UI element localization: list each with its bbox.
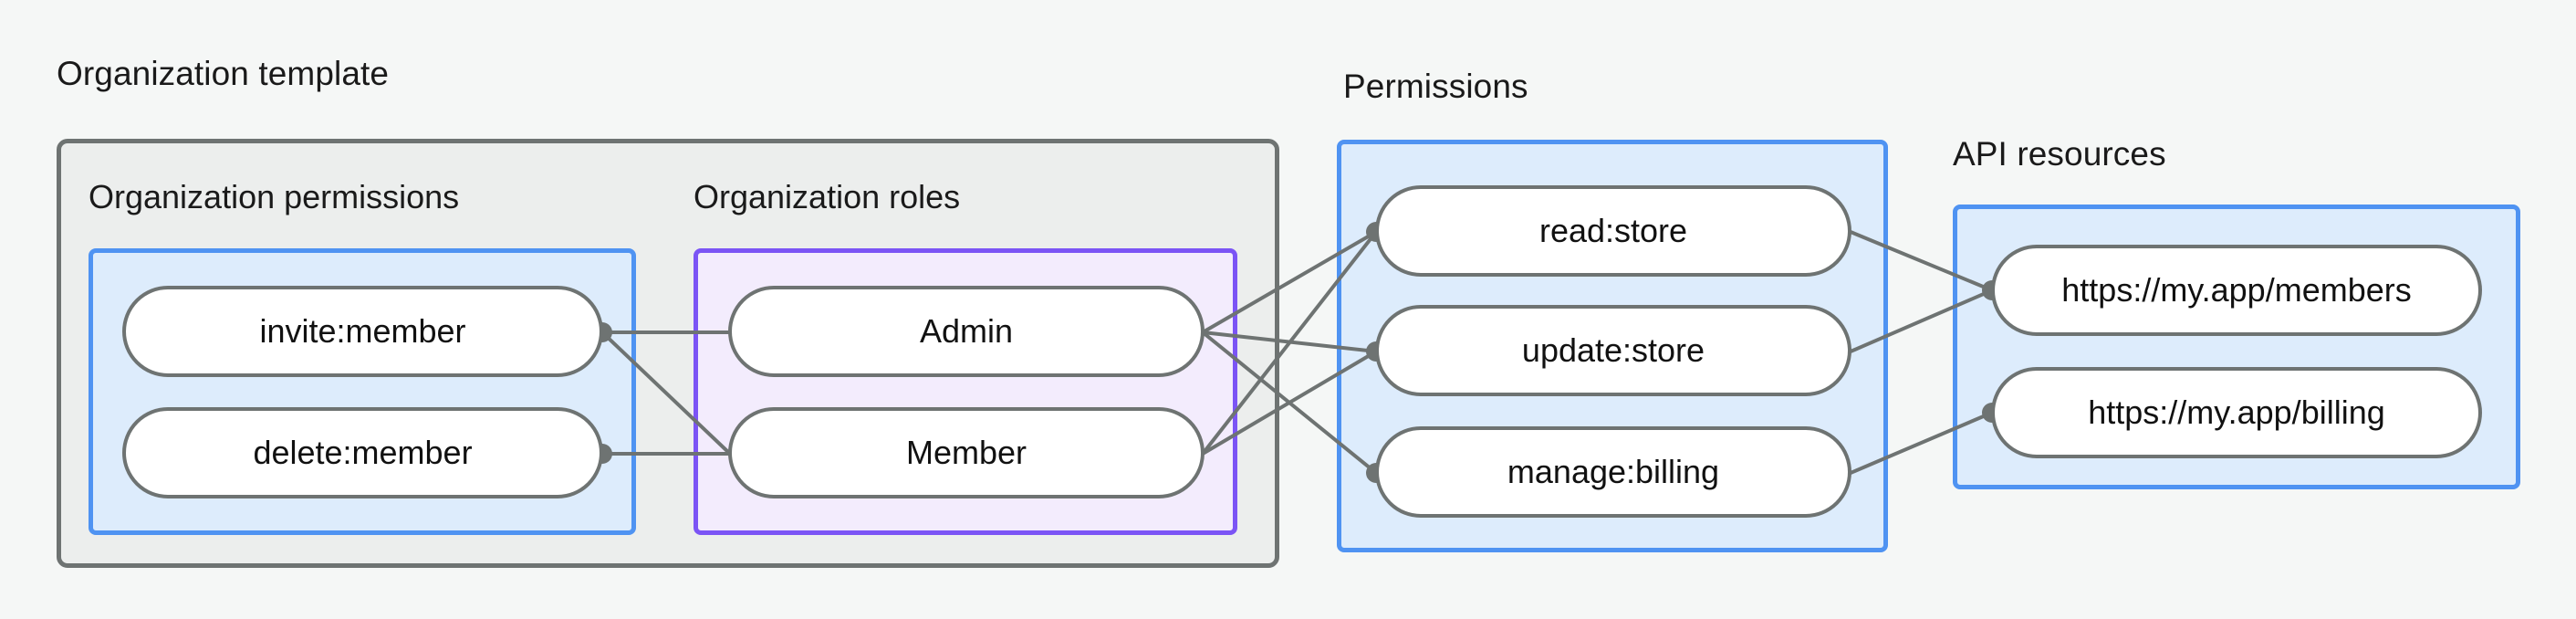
node-update-store[interactable]: update:store	[1375, 305, 1851, 396]
node-members-url[interactable]: https://my.app/members	[1991, 245, 2482, 336]
node-member[interactable]: Member	[728, 407, 1205, 498]
node-delete-member[interactable]: delete:member	[122, 407, 603, 498]
section-title-organization-permissions: Organization permissions	[89, 178, 460, 215]
group-label-permissions: Permissions	[1343, 68, 1528, 105]
group-label-api-resources: API resources	[1953, 135, 2166, 173]
node-manage-billing[interactable]: manage:billing	[1375, 426, 1851, 518]
section-title-organization-roles: Organization roles	[694, 178, 961, 215]
group-label-organization-template: Organization template	[57, 55, 390, 92]
node-invite-member[interactable]: invite:member	[122, 286, 603, 377]
node-admin[interactable]: Admin	[728, 286, 1205, 377]
node-read-store[interactable]: read:store	[1375, 185, 1851, 277]
node-billing-url[interactable]: https://my.app/billing	[1991, 367, 2482, 458]
